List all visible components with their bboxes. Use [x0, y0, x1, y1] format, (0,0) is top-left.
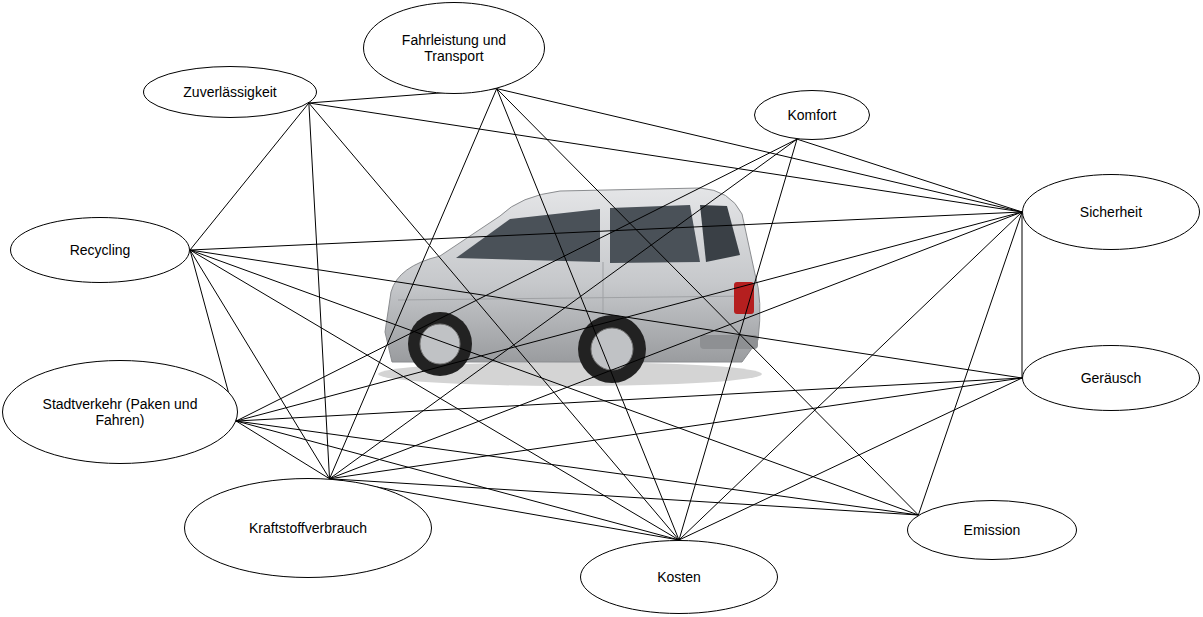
ellipse-shape — [11, 218, 190, 283]
connector-line — [236, 378, 1022, 421]
ellipse-node: Geräusch — [1022, 345, 1200, 411]
connector-line — [190, 103, 309, 250]
ellipse-shape — [3, 361, 238, 464]
connector-line — [330, 212, 1022, 479]
connector-line — [497, 89, 679, 540]
node-label: Geräusch — [1081, 370, 1142, 386]
connector-line — [797, 139, 1022, 212]
connector-line — [236, 139, 797, 421]
car-rear-window — [700, 205, 740, 262]
connector-stroke — [1022, 212, 1023, 378]
connector-line — [309, 103, 330, 479]
ellipse-shape — [755, 91, 870, 140]
connector-stroke — [190, 250, 1022, 378]
connector-stroke — [330, 89, 497, 479]
ellipse-node: Recycling — [10, 217, 190, 283]
node-label: Fahrleistung und Transport — [395, 32, 514, 64]
ellipse-node: Zuverlässigkeit — [143, 66, 317, 118]
ellipse-shape — [144, 67, 317, 118]
car-taillight — [734, 282, 754, 314]
connector-line — [497, 89, 1022, 212]
connector-line — [190, 250, 918, 515]
connector-stroke — [330, 212, 1022, 479]
node-label: Emission — [964, 522, 1021, 538]
node-label: Kosten — [657, 569, 701, 585]
connector-stroke — [497, 89, 679, 540]
node-label: Stadtverkehr (Paken und Fahren) — [42, 396, 199, 428]
connector-stroke — [190, 212, 1022, 250]
connector-stroke — [679, 139, 797, 540]
connector-stroke — [497, 89, 1022, 212]
connector-stroke — [236, 212, 1022, 421]
ellipse-shape — [185, 479, 432, 578]
ellipse-shape — [364, 3, 545, 94]
ellipse-node: Stadtverkehr (Paken und Fahren) — [2, 360, 238, 464]
node-label: Komfort — [787, 107, 836, 123]
connector-stroke — [497, 89, 919, 515]
car-window — [456, 209, 600, 262]
ellipse-node: Komfort — [754, 90, 870, 140]
connector-line — [918, 212, 1022, 515]
car-rim — [420, 324, 460, 364]
connector-stroke — [918, 212, 1022, 515]
connector-stroke — [309, 103, 330, 479]
connector-line — [236, 421, 329, 479]
ellipse-node: Kosten — [580, 540, 778, 614]
connector-line — [190, 250, 1022, 378]
connector-stroke — [236, 139, 797, 421]
ellipse-node: Fahrleistung und Transport — [363, 2, 545, 94]
ellipse-shape — [1023, 346, 1200, 411]
node-label: Zuverlässigkeit — [183, 84, 276, 100]
node-label: Sicherheit — [1080, 204, 1142, 220]
car-bumper — [700, 335, 758, 349]
connector-line — [1022, 212, 1023, 378]
connector-stroke — [330, 139, 797, 479]
connector-stroke — [797, 139, 1022, 212]
connector-stroke — [309, 103, 1022, 212]
ellipse-node: Sicherheit — [1022, 174, 1200, 250]
ellipse-node: Kraftstoffverbrauch — [184, 478, 432, 578]
connector-line — [236, 212, 1022, 421]
connector-stroke — [190, 250, 918, 515]
ellipse-shape — [581, 541, 778, 614]
connector-line — [679, 139, 797, 540]
connector-line — [330, 378, 1022, 479]
car-window — [610, 205, 700, 263]
connector-line — [330, 89, 497, 479]
connector-line — [497, 89, 919, 515]
connector-line — [190, 212, 1022, 250]
ellipse-shape — [908, 501, 1077, 560]
connector-stroke — [330, 378, 1022, 479]
ellipse-shape — [1023, 175, 1200, 250]
connector-stroke — [236, 421, 329, 479]
connector-line — [309, 103, 1022, 212]
connector-stroke — [190, 103, 309, 250]
connector-stroke — [236, 378, 1022, 421]
connector-line — [330, 139, 797, 479]
node-label: Recycling — [70, 242, 131, 258]
car-rim — [591, 328, 633, 370]
ellipse-node: Emission — [907, 500, 1077, 560]
node-label: Kraftstoffverbrauch — [249, 520, 367, 536]
